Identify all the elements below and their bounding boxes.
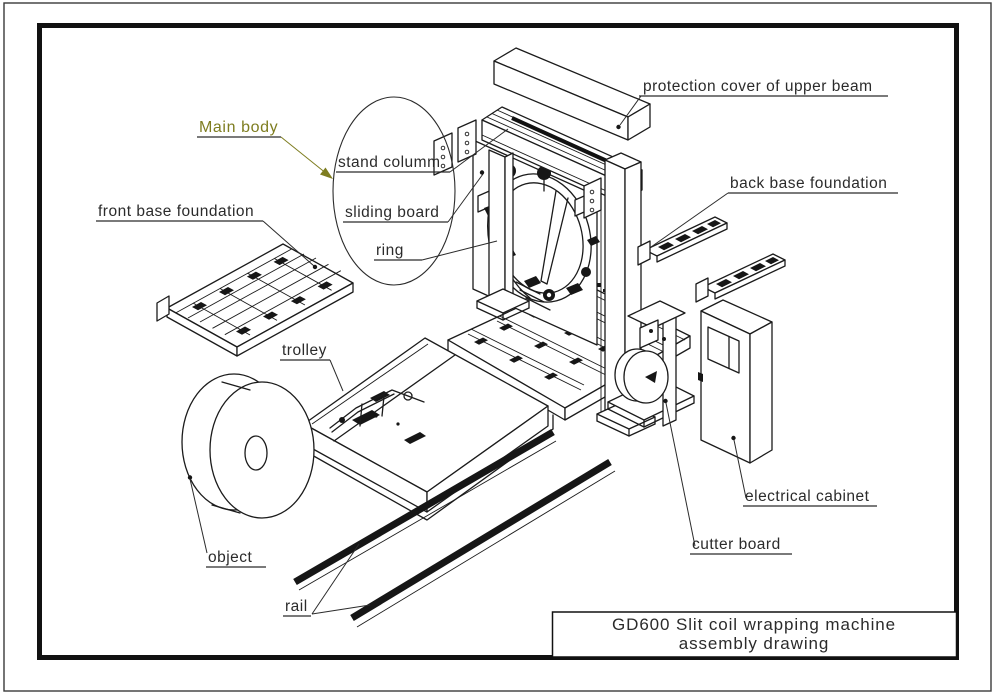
part-rail-1 [293, 429, 557, 591]
label-stand-column: stand columm [338, 154, 440, 171]
leader-main-body-arrow [320, 167, 333, 179]
part-rail-2 [350, 459, 616, 628]
stand-column-left [488, 149, 506, 306]
labels: Main body protection cover of upper beam… [96, 78, 898, 617]
leader-lines [189, 95, 747, 615]
title-line-1: GD600 Slit coil wrapping machine [612, 615, 896, 634]
leader-protection-cover [619, 95, 642, 126]
label-sliding-board: sliding board [345, 204, 439, 221]
leader-object [189, 478, 208, 554]
balloon-ellipse [332, 96, 456, 286]
leader-sliding-board [447, 173, 484, 223]
leader-ring [421, 240, 498, 261]
leader-rail-1 [311, 543, 360, 615]
leader-cutter-board [665, 402, 696, 547]
label-trolley: trolley [282, 342, 327, 359]
trolley-machinery [329, 389, 426, 444]
part-front-base-foundation [156, 243, 354, 357]
label-ring: ring [376, 242, 404, 259]
title-line-2: assembly drawing [679, 634, 829, 653]
part-cutter-board [607, 300, 695, 428]
part-object [181, 373, 315, 519]
leader-back-base [650, 192, 729, 248]
title-block: GD600 Slit coil wrapping machine assembl… [551, 611, 958, 658]
part-electrical-cabinet [698, 299, 773, 464]
leader-electrical-cabinet [733, 439, 747, 499]
part-back-base-foundation [637, 216, 786, 303]
foundation-bolts [192, 256, 333, 335]
leader-main-body [280, 136, 328, 175]
label-rail: rail [285, 598, 308, 615]
cabinet-handle [698, 372, 703, 382]
label-cutter-board: cutter board [692, 536, 781, 553]
label-object: object [208, 549, 253, 566]
part-protection-cover [493, 47, 651, 141]
label-electrical-cabinet: electrical cabinet [745, 488, 870, 505]
label-back-base-foundation: back base foundation [730, 175, 887, 192]
outer-border [3, 2, 992, 692]
leader-front-base [262, 220, 315, 267]
leader-rail-2 [311, 604, 371, 615]
label-front-base-foundation: front base foundation [98, 203, 254, 220]
leader-trolley [329, 359, 344, 392]
leader-stand-column [449, 128, 509, 173]
inner-border [37, 23, 959, 660]
label-protection-cover: protection cover of upper beam [643, 78, 873, 95]
label-main-body: Main body [199, 119, 278, 136]
